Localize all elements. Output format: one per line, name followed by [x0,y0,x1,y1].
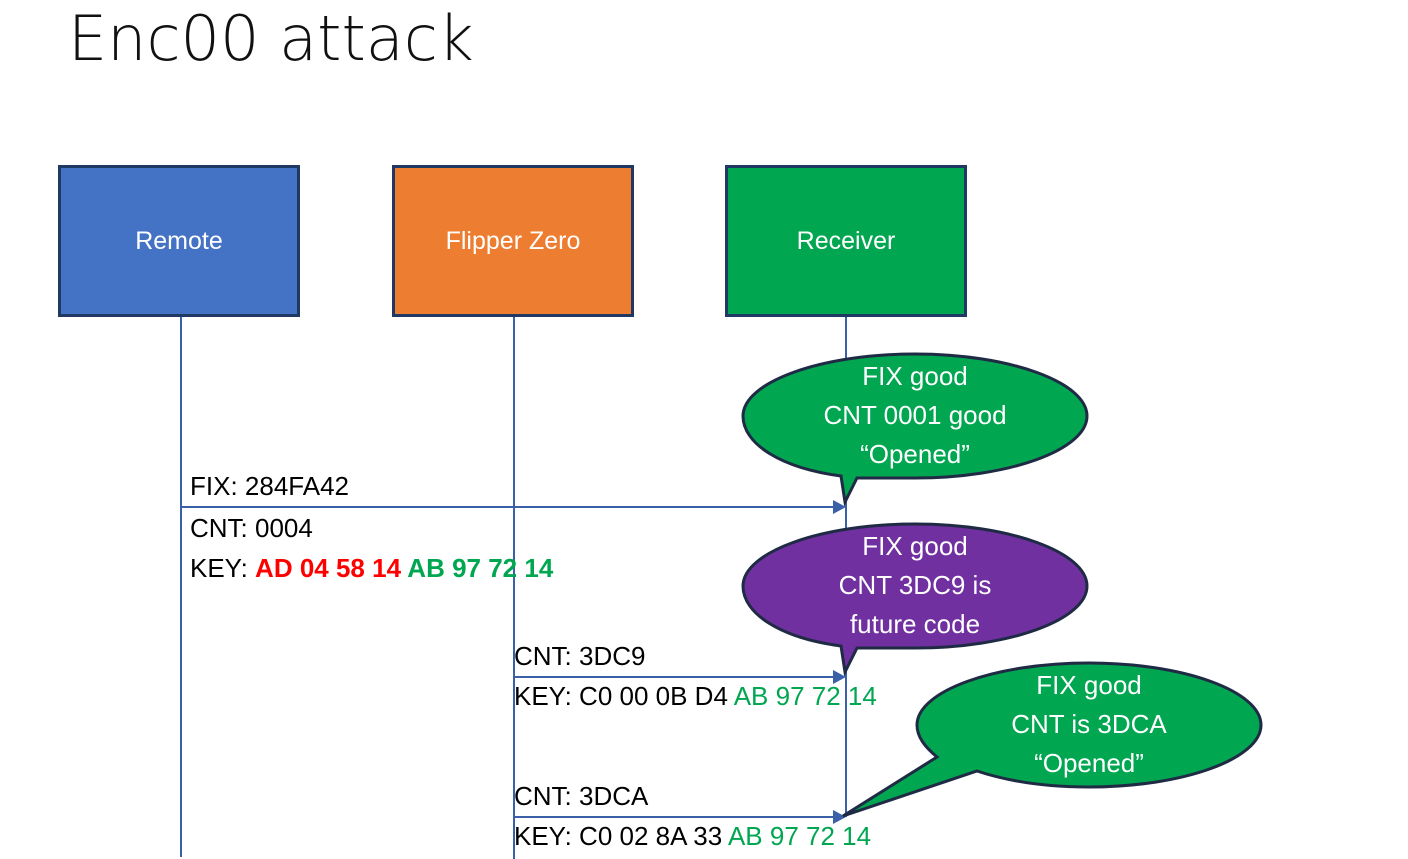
message-3-key-prefix: KEY: C0 02 8A 33 [514,821,728,851]
actor-box-receiver[interactable]: Receiver [725,165,967,317]
message-3-key-new: AB 97 72 14 [727,821,872,851]
message-3-arrow-line [513,816,835,818]
actor-label-remote: Remote [135,226,223,255]
message-2-key-prefix: KEY: C0 00 0B D4 [514,681,734,711]
message-1-cnt: CNT: 0004 [190,513,313,543]
message-2-arrow-line [513,676,835,678]
message-3-key: KEY: C0 02 8A 33 AB 97 72 14 [514,821,871,852]
lifeline-flipper [513,317,515,859]
callout-bubble-2[interactable]: FIX good CNT 3DC9 is future code [741,522,1089,678]
message-1-key-new: AB 97 72 14 [401,553,554,583]
message-1-arrow-head [833,500,846,514]
callout-bubble-3[interactable]: FIX good CNT is 3DCA “Opened” [842,661,1263,821]
lifeline-remote [180,317,182,857]
actor-label-receiver: Receiver [796,226,896,255]
actor-box-flipper[interactable]: Flipper Zero [392,165,634,317]
callout-bubble-1[interactable]: FIX good CNT 0001 good “Opened” [741,352,1089,508]
callout-3-shape [842,661,1263,818]
message-2-key-new: AB 97 72 14 [733,681,877,711]
callout-1-shape [741,352,1089,507]
message-2-key: KEY: C0 00 0B D4 AB 97 72 14 [514,681,877,712]
actor-label-flipper: Flipper Zero [445,226,581,255]
message-3-cnt: CNT: 3DCA [514,781,649,811]
message-1-key-old: AD 04 58 14 [255,553,402,583]
message-3-arrow-head [833,810,846,824]
actor-box-remote[interactable]: Remote [58,165,300,317]
message-1-key: KEY: AD 04 58 14 AB 97 72 14 [190,553,553,584]
message-1-arrow-line [180,506,835,508]
message-1-key-prefix: KEY: [190,553,256,583]
message-2-arrow-head [833,670,846,684]
message-1-fix: FIX: 284FA42 [190,471,349,501]
page-title: Enc00 attack [68,2,474,75]
callout-2-shape [741,522,1089,677]
message-2-cnt: CNT: 3DC9 [514,641,646,671]
